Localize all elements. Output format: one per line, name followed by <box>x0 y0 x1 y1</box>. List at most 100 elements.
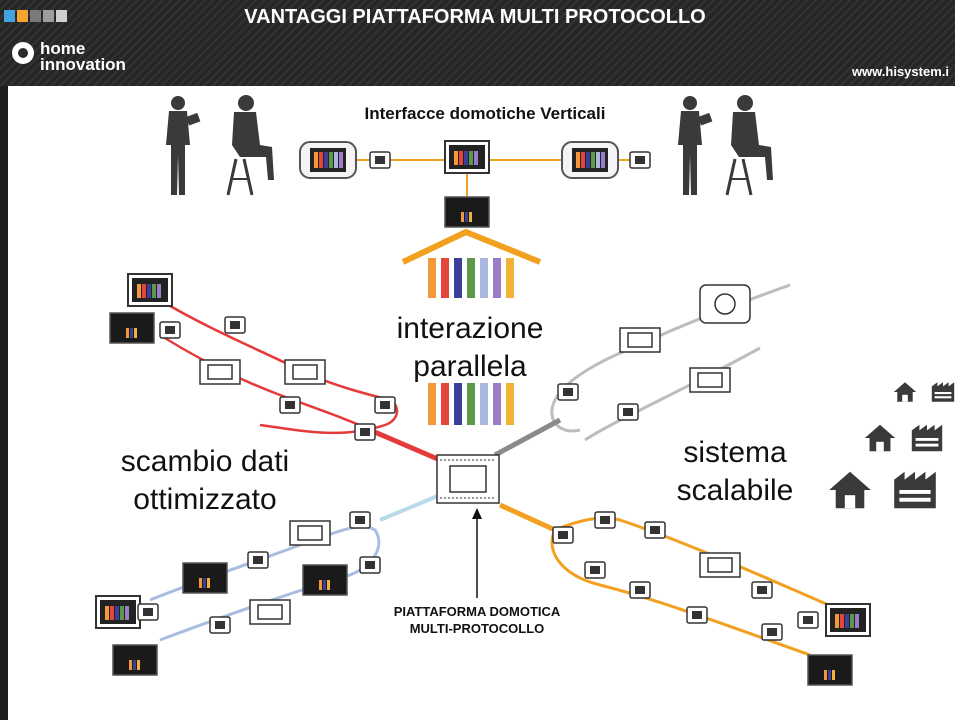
controller-module-icon <box>689 367 731 393</box>
protocol-bar <box>506 258 514 298</box>
protocol-bar <box>493 383 501 425</box>
intercom-icon <box>584 561 606 579</box>
protocol-bar <box>441 258 449 298</box>
fan-icon <box>714 293 736 315</box>
phone-icon <box>761 623 783 641</box>
protocol-bar <box>454 383 462 425</box>
bottom-right-orange-branch <box>498 502 871 686</box>
tv-icon <box>112 644 158 676</box>
red-main-link <box>369 427 441 463</box>
right-label-line1: sistema <box>683 436 787 469</box>
monitor-icon <box>95 595 141 629</box>
protocol-bars-top <box>428 258 514 298</box>
central-controller-icon <box>436 454 500 504</box>
tv-icon <box>807 654 853 686</box>
gray-cable <box>550 283 791 433</box>
monitor-icon <box>825 603 871 637</box>
gray-cable <box>584 346 761 442</box>
protocol-bar <box>480 383 488 425</box>
header-square-1 <box>4 10 15 22</box>
person-standing-icon <box>678 96 713 195</box>
protocol-bar <box>506 383 514 425</box>
header-square-5 <box>56 10 67 22</box>
tv-icon <box>182 562 228 594</box>
center-label: interazione parallela <box>380 310 560 386</box>
page-title: VANTAGGI PIATTAFORMA MULTI PROTOCOLLO <box>244 6 706 28</box>
alarm-keypad-icon <box>279 396 301 414</box>
blue-main-link <box>379 493 441 522</box>
protocol-bar <box>493 258 501 298</box>
gray-main-link <box>493 417 562 458</box>
tv-icon <box>109 312 155 344</box>
left-label-line2: ottimizzato <box>133 483 277 516</box>
home-innovation-logo: home innovation <box>10 40 145 82</box>
monitor-icon <box>444 140 490 174</box>
keypad-icon <box>137 603 159 621</box>
remote-icon <box>209 616 231 634</box>
logo-text-home: home <box>40 39 86 58</box>
platform-label-line1: PIATTAFORMA DOMOTICA <box>393 604 561 619</box>
header-square-3 <box>30 10 41 22</box>
house-icon <box>893 382 917 402</box>
logo-text-innovation: innovation <box>40 55 126 74</box>
factory-icon <box>911 424 943 452</box>
person-standing-icon <box>166 96 201 195</box>
website-url: www.hisystem.i <box>851 64 949 79</box>
keypad-icon <box>159 321 181 339</box>
center-label-line2: parallela <box>413 350 527 383</box>
tv-icon <box>444 196 490 228</box>
person-seated-icon <box>226 93 276 197</box>
protocol-bars-bottom <box>428 383 514 425</box>
factory-icon <box>894 471 936 509</box>
touch-panel-icon <box>561 141 619 179</box>
header-square-4 <box>43 10 54 22</box>
sensor-icon <box>374 396 396 414</box>
protocol-bar <box>467 383 475 425</box>
switch-icon <box>594 511 616 529</box>
left-edge-bar <box>0 86 8 720</box>
left-label: scambio dati ottimizzato <box>95 443 315 519</box>
remote-icon <box>644 521 666 539</box>
relay-icon <box>557 383 579 401</box>
controller-module-icon <box>619 327 661 353</box>
header-bar: home innovation VANTAGGI PIATTAFORMA MUL… <box>0 0 955 86</box>
protocol-bar <box>441 383 449 425</box>
scalable-icons-group <box>829 382 955 509</box>
platform-label: PIATTAFORMA DOMOTICA MULTI-PROTOCOLLO <box>352 603 602 637</box>
camera-icon <box>224 316 246 334</box>
av-receiver-icon <box>289 520 331 546</box>
scanner-device-icon <box>284 359 326 385</box>
camera-icon <box>354 423 376 441</box>
protocol-bar <box>428 258 436 298</box>
dvr-device-icon <box>199 359 241 385</box>
tv-icon <box>302 564 348 596</box>
orange-cable <box>550 529 811 657</box>
media-player-icon <box>359 556 381 574</box>
keypad-icon <box>629 151 651 169</box>
roof-shape <box>401 228 542 265</box>
touch-panel-icon <box>299 141 357 179</box>
protocol-bar <box>467 258 475 298</box>
house-icon <box>864 424 896 452</box>
red-cable <box>159 333 371 432</box>
center-label-line1: interazione <box>396 312 544 345</box>
person-seated-icon <box>725 93 775 197</box>
lightbulb-icon <box>751 581 773 599</box>
relay-icon <box>617 403 639 421</box>
red-cable <box>159 298 399 435</box>
dvd-player-icon <box>249 599 291 625</box>
right-gray-branch <box>493 283 791 458</box>
right-label: sistema scalabile <box>655 434 815 510</box>
left-label-line1: scambio dati <box>120 445 290 478</box>
keypad-icon <box>797 611 819 629</box>
vertical-interfaces-title: Interfacce domotiche Verticali <box>364 104 606 123</box>
switch-icon <box>686 606 708 624</box>
speaker-icon <box>349 511 371 529</box>
blind-motor-icon <box>699 552 741 578</box>
house-icon <box>829 471 871 509</box>
keypad-icon <box>369 151 391 169</box>
orange-cable <box>498 502 557 533</box>
factory-icon <box>931 382 955 402</box>
monitor-icon <box>127 273 173 307</box>
